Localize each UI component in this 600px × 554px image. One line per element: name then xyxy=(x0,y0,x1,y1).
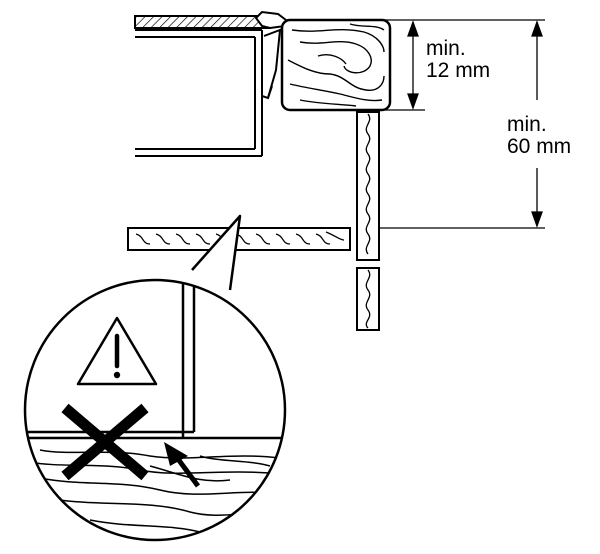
appliance-body xyxy=(135,28,282,157)
dimension-60mm-line2: 60 mm xyxy=(507,135,572,158)
side-panel-upper xyxy=(356,111,380,261)
cross-icon xyxy=(61,403,149,481)
dimension-60mm-label: min. 60 mm xyxy=(507,114,571,158)
detail-callout xyxy=(23,214,287,542)
arrow-icon xyxy=(164,442,201,488)
dimension-12mm-label: min. 12 mm xyxy=(426,38,490,82)
side-panel-lower xyxy=(356,267,380,331)
dimension-12mm-line1: min. xyxy=(426,37,466,60)
dimension-12mm-line2: 12 mm xyxy=(426,59,491,82)
worktop xyxy=(134,10,288,30)
dimension-60mm-line1: min. xyxy=(507,113,547,136)
dimension-60mm xyxy=(380,19,545,229)
warning-triangle-icon xyxy=(76,316,158,386)
dimension-12mm xyxy=(380,19,425,111)
wooden-block xyxy=(280,18,392,112)
